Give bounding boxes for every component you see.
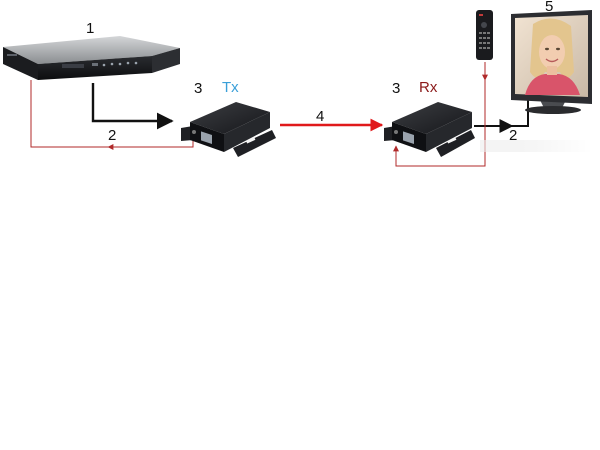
receiver-label: Rx bbox=[419, 79, 438, 96]
set-top-box-icon bbox=[3, 36, 180, 80]
monitor-icon bbox=[511, 10, 592, 114]
transmitter-icon bbox=[181, 102, 276, 157]
callout-display: 5 bbox=[545, 0, 553, 15]
callout-cable-right: 2 bbox=[509, 127, 517, 144]
callout-cable-left: 2 bbox=[108, 127, 116, 144]
callout-transmitter: 3 bbox=[194, 80, 202, 97]
callout-network-cable: 4 bbox=[316, 108, 324, 125]
callout-source-device: 1 bbox=[86, 20, 94, 37]
hdmi-cable-in-line bbox=[91, 83, 174, 130]
monitor-screen-portrait bbox=[525, 18, 580, 95]
remote-control-icon bbox=[476, 10, 493, 60]
callout-receiver: 3 bbox=[392, 80, 400, 97]
receiver-icon bbox=[384, 102, 475, 157]
transmitter-label: Tx bbox=[222, 79, 239, 96]
